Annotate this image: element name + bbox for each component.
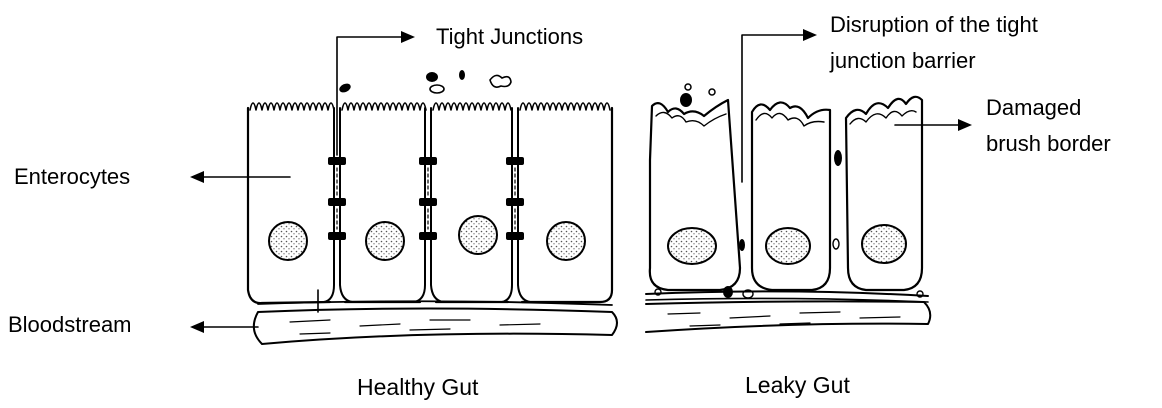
label-enterocytes: Enterocytes <box>14 164 130 189</box>
healthy-gut-illustration <box>248 70 617 344</box>
label-damaged-line1: Damaged <box>986 95 1081 120</box>
nucleus-icon <box>668 225 906 264</box>
lumen-particles <box>338 70 511 94</box>
arrow-icon <box>190 29 972 333</box>
leaky-gut-illustration <box>646 84 930 332</box>
label-disruption-line2: junction barrier <box>829 48 976 73</box>
label-damaged-line2: brush border <box>986 131 1111 156</box>
leaky-blood-vessel <box>646 301 930 332</box>
label-tight-junctions: Tight Junctions <box>436 24 583 49</box>
healthy-blood-vessel <box>254 309 617 345</box>
caption-leaky-gut: Leaky Gut <box>745 372 850 398</box>
label-bloodstream: Bloodstream <box>8 312 132 337</box>
label-disruption-line1: Disruption of the tight <box>830 12 1038 37</box>
caption-healthy-gut: Healthy Gut <box>357 374 479 400</box>
